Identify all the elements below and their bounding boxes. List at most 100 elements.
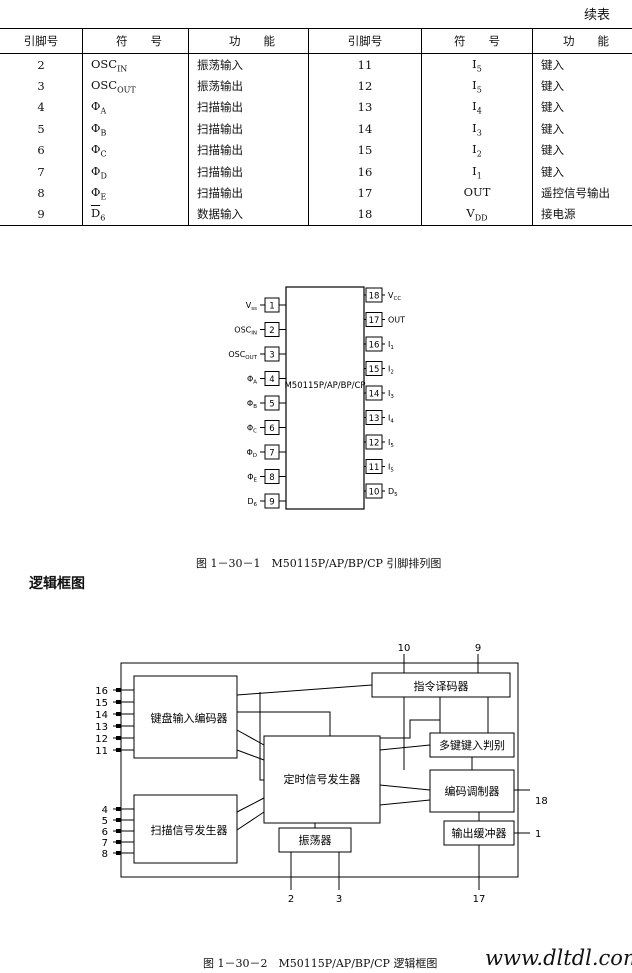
- symbol-main: D: [91, 206, 101, 221]
- pin-symbol: ΦD: [82, 160, 189, 183]
- symbol-main: OSC: [91, 56, 118, 71]
- pin-number: 3: [0, 75, 83, 97]
- timing-generator-label: 定时信号发生器: [284, 772, 361, 786]
- pin-name-sub: 5: [390, 468, 394, 474]
- scan-generator-block: [133, 794, 238, 864]
- pin-name: ΦE: [247, 473, 257, 484]
- pin-number: 17: [369, 316, 380, 326]
- pin-number: 12: [308, 75, 422, 97]
- pin-symbol: OSCOUT: [82, 75, 189, 97]
- pin-function: 振荡输出: [188, 75, 309, 97]
- pin-name-sub: 5: [394, 492, 398, 498]
- pin-symbol: I5: [421, 53, 533, 76]
- pin-function: 扫描输出: [188, 160, 309, 183]
- symbol-main: OSC: [91, 77, 118, 92]
- pin-box: [264, 469, 280, 484]
- pin-name-main: Φ: [247, 473, 253, 482]
- pin-number: 12: [95, 734, 108, 745]
- pin-name-main: I: [388, 389, 390, 398]
- pin-box: [365, 434, 383, 450]
- symbol-main: Φ: [91, 142, 101, 157]
- pin-number: 7: [269, 449, 274, 459]
- pin-function: 接电源: [532, 203, 632, 227]
- pin-name-sub: ss: [251, 306, 257, 312]
- pin-name-main: Φ: [247, 375, 253, 384]
- pin-name-sub: 2: [390, 370, 394, 376]
- pin-symbol: D6: [82, 203, 189, 227]
- header-pin: 引脚号: [0, 28, 83, 54]
- pin-function: 振荡输入: [188, 53, 309, 76]
- ic-body: [285, 286, 365, 510]
- header-function-2: 功 能: [532, 28, 632, 54]
- pin-number: 16: [95, 686, 108, 697]
- pin-symbol: ΦB: [82, 118, 189, 140]
- symbol-subscript: 4: [476, 106, 482, 116]
- pin-number: 1: [269, 302, 274, 312]
- keyboard-encoder-label: 键盘输入编码器: [151, 711, 228, 725]
- pin-symbol: OSCIN: [82, 53, 189, 76]
- scan-generator-label: 扫描信号发生器: [151, 823, 228, 837]
- command-decoder-label: 指令译码器: [414, 679, 469, 693]
- pin-name-main: V: [246, 301, 252, 310]
- pin-function: 扫描输出: [188, 182, 309, 204]
- pin-function: 键入: [541, 79, 564, 94]
- symbol-subscript: C: [100, 149, 107, 159]
- pin-number: 6: [269, 424, 274, 434]
- continuation-label: 续表: [583, 8, 610, 23]
- pin-box: [365, 410, 383, 425]
- pin-box: [264, 297, 280, 313]
- pin-name-main: I: [388, 414, 390, 423]
- pin-box: [264, 371, 280, 386]
- key-input-pin: 13: [95, 722, 134, 733]
- pin-name-main: OSC: [234, 326, 251, 335]
- header-pin-2: 引脚号: [308, 28, 422, 54]
- symbol-main: I: [472, 142, 477, 157]
- pin-function: 键入: [541, 121, 564, 136]
- symbol-main: I: [472, 120, 477, 135]
- pin-box: [365, 483, 383, 499]
- outer-boundary: [120, 662, 519, 878]
- pin-number: 8: [269, 473, 274, 483]
- symbol-main: Φ: [91, 120, 101, 135]
- left-pin: 7ΦD: [246, 444, 286, 460]
- pin-name: I5: [388, 463, 394, 474]
- pin-name: I1: [388, 340, 394, 351]
- pin-name-main: I: [388, 438, 390, 447]
- pin-number: 9: [269, 498, 274, 508]
- pin-name: Vss: [246, 301, 257, 312]
- pin-name-main: OUT: [388, 316, 405, 325]
- symbol-main: I: [472, 163, 477, 178]
- pin-function: 扫描输出: [188, 96, 309, 119]
- symbol-subscript: B: [100, 128, 107, 138]
- key-input-pin: 15: [95, 698, 134, 709]
- bottom-pin-label: 3: [336, 894, 342, 905]
- pin-number: 11: [95, 746, 108, 757]
- pin-name: OSCIN: [234, 326, 257, 337]
- key-input-pin: 16: [95, 686, 134, 697]
- pin-box: [264, 395, 280, 411]
- pin-name-sub: OUT: [245, 355, 257, 361]
- pin-name-main: D: [247, 497, 253, 506]
- pin-name: I2: [388, 365, 394, 376]
- pin-function: 扫描输出: [188, 118, 309, 140]
- pin-number: 13: [95, 722, 108, 733]
- key-input-pin: 14: [95, 710, 134, 721]
- keyboard-encoder-block: [133, 675, 238, 759]
- symbol-subscript: 1: [476, 170, 482, 180]
- symbol-main: Φ: [91, 184, 101, 199]
- symbol-main: Φ: [91, 163, 101, 178]
- pin-function: 数据输入: [188, 203, 309, 227]
- pin-name: OUT: [388, 316, 405, 325]
- pin-symbol: ΦC: [82, 139, 189, 161]
- pin-number: 16: [369, 341, 380, 351]
- pinout-caption: 图 1－30－1 M50115P/AP/BP/CP 引脚排列图: [196, 557, 442, 570]
- chip-label: M50115P/AP/BP/CP: [284, 381, 365, 391]
- pin-number: 13: [369, 414, 380, 424]
